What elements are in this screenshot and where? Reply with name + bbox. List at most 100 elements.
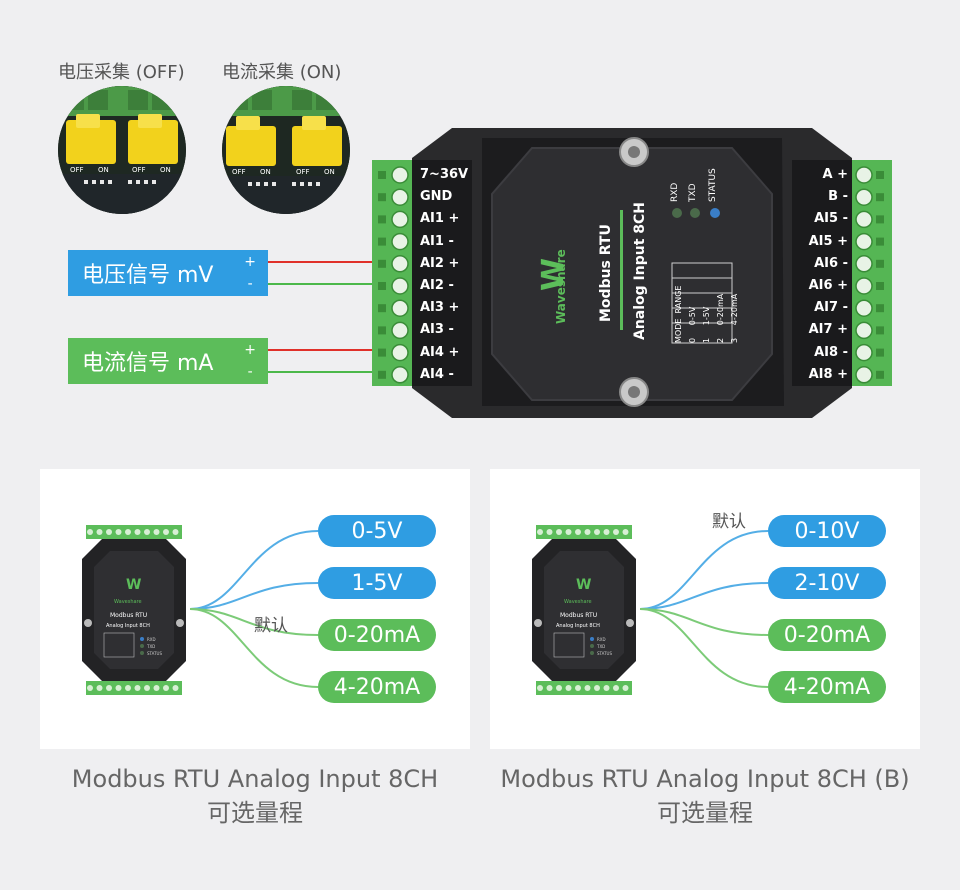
jumper-label: OFF [70, 166, 84, 174]
terminal-screw-icon [855, 255, 873, 273]
led-label-txd: TXD [688, 183, 698, 202]
mode-table: MODE RANGE 0 0-5V 1 1-5V 2 0-20mA 3 4-20… [672, 286, 742, 343]
mini-led-label: STATUS [597, 651, 612, 656]
pin-label: 7~36V [420, 167, 469, 182]
pin-label: A + [822, 167, 848, 182]
terminal-screw-icon [855, 343, 873, 362]
terminal-slot-icon [876, 370, 884, 379]
caption-range-note: 可选量程 [207, 799, 303, 827]
terminal-screw-icon [855, 321, 873, 340]
range-branch-lines [640, 530, 769, 688]
terminal-slot-icon [378, 193, 386, 202]
jumper-photo-voltage: OFF ON OFF ON [58, 86, 186, 214]
pin-label: GND [420, 189, 453, 205]
terminal-screw-icon [855, 232, 873, 251]
mini-title-line2: Analog Input 8CH [556, 623, 600, 629]
right-pin-labels: A +B -AI5 -AI5 +AI6 -AI6 +AI7 -AI7 +AI8 … [800, 164, 848, 386]
device-title-line1: Modbus RTU [598, 224, 614, 322]
terminal-slot-icon [378, 370, 386, 379]
pin-label: AI1 + [420, 211, 460, 227]
terminal-screw-icon [391, 277, 409, 295]
terminal-screw-icon [391, 210, 409, 229]
terminal-slot-icon [378, 348, 386, 357]
terminal-screw-icon [855, 366, 873, 384]
terminal-screw-icon [391, 299, 409, 317]
terminal-screw-icon [391, 366, 409, 384]
range-pill: 4-20mA [768, 671, 886, 703]
signal-wires [268, 261, 380, 373]
caption-b-model: Modbus RTU Analog Input 8CH (B) 可选量程 [490, 762, 920, 830]
caption-standard-model: Modbus RTU Analog Input 8CH 可选量程 [40, 762, 470, 830]
jumper-label: OFF [296, 168, 310, 176]
pin-label: AI3 - [420, 322, 454, 338]
pin-label: AI7 + [808, 322, 848, 338]
pin-label: B - [828, 189, 848, 205]
pin-label: AI5 - [814, 211, 848, 227]
range-pill: 2-10V [768, 567, 886, 599]
current-polarity: + - [244, 339, 256, 383]
terminal-screw-icon [391, 321, 409, 340]
terminal-slot-icon [876, 193, 884, 202]
jumper-label: ON [260, 168, 271, 176]
terminal-slot-icon [876, 259, 884, 268]
mini-led-label: RXD [147, 637, 156, 642]
plus-sign: + [244, 342, 256, 358]
terminal-screw-icon [855, 166, 873, 184]
device-body: W [372, 128, 892, 418]
pin-label: AI4 - [420, 366, 454, 382]
terminal-slot-icon [876, 171, 884, 179]
caption-model-name: Modbus RTU Analog Input 8CH [71, 765, 439, 793]
terminal-screw-icon [391, 343, 409, 362]
terminal-slot-icon [378, 215, 386, 224]
pin-label: AI8 - [814, 344, 848, 360]
jumper-label: OFF [132, 166, 146, 174]
right-terminal-block [854, 164, 888, 388]
mini-title-line2: Analog Input 8CH [106, 623, 150, 629]
terminal-slot-icon [876, 237, 884, 246]
terminal-screw-icon [391, 232, 409, 251]
caption-current-mode: 电流采集 (ON) [222, 62, 342, 83]
plus-sign: + [244, 254, 256, 270]
caption-model-name: Modbus RTU Analog Input 8CH (B) [500, 765, 910, 793]
default-note: 默认 [254, 616, 288, 636]
terminal-slot-icon [378, 326, 386, 335]
terminal-slot-icon [876, 348, 884, 357]
svg-text:W: W [576, 577, 591, 593]
terminal-screw-icon [391, 255, 409, 273]
terminal-slot-icon [378, 171, 386, 179]
range-pill: 4-20mA [318, 671, 436, 703]
left-terminal-block [376, 164, 410, 388]
pin-label: AI7 - [814, 300, 848, 316]
terminal-slot-icon [876, 304, 884, 313]
mini-brand: Waveshare [114, 599, 142, 605]
pin-label: AI2 - [420, 277, 454, 293]
mini-led-label: STATUS [147, 651, 162, 656]
pin-label: AI2 + [420, 255, 460, 271]
default-note: 默认 [712, 512, 746, 532]
range-pill: 0-5V [318, 515, 436, 547]
led-label-rxd: RXD [670, 182, 680, 202]
device-title-line2: Analog Input 8CH [632, 201, 648, 340]
range-pill: 0-20mA [318, 619, 436, 651]
terminal-slot-icon [876, 326, 884, 335]
mini-title-line1: Modbus RTU [110, 612, 147, 619]
pin-label: AI6 - [814, 255, 848, 271]
mode-table-row: 2 0-20mA [716, 293, 725, 343]
terminal-slot-icon [378, 282, 386, 290]
terminal-screw-icon [855, 299, 873, 317]
terminal-screw-icon [391, 188, 409, 206]
svg-text:W: W [126, 577, 141, 593]
jumper-label: ON [160, 166, 171, 174]
terminal-screw-icon [391, 166, 409, 184]
mini-title-line1: Modbus RTU [560, 612, 597, 619]
terminal-screw-icon [855, 188, 873, 206]
mode-table-row: 1 1-5V [702, 306, 711, 343]
pin-label: AI3 + [420, 300, 460, 316]
current-signal-label: 电流信号 mA [82, 351, 214, 376]
jumper-label: ON [98, 166, 109, 174]
voltage-polarity: + - [244, 251, 256, 295]
